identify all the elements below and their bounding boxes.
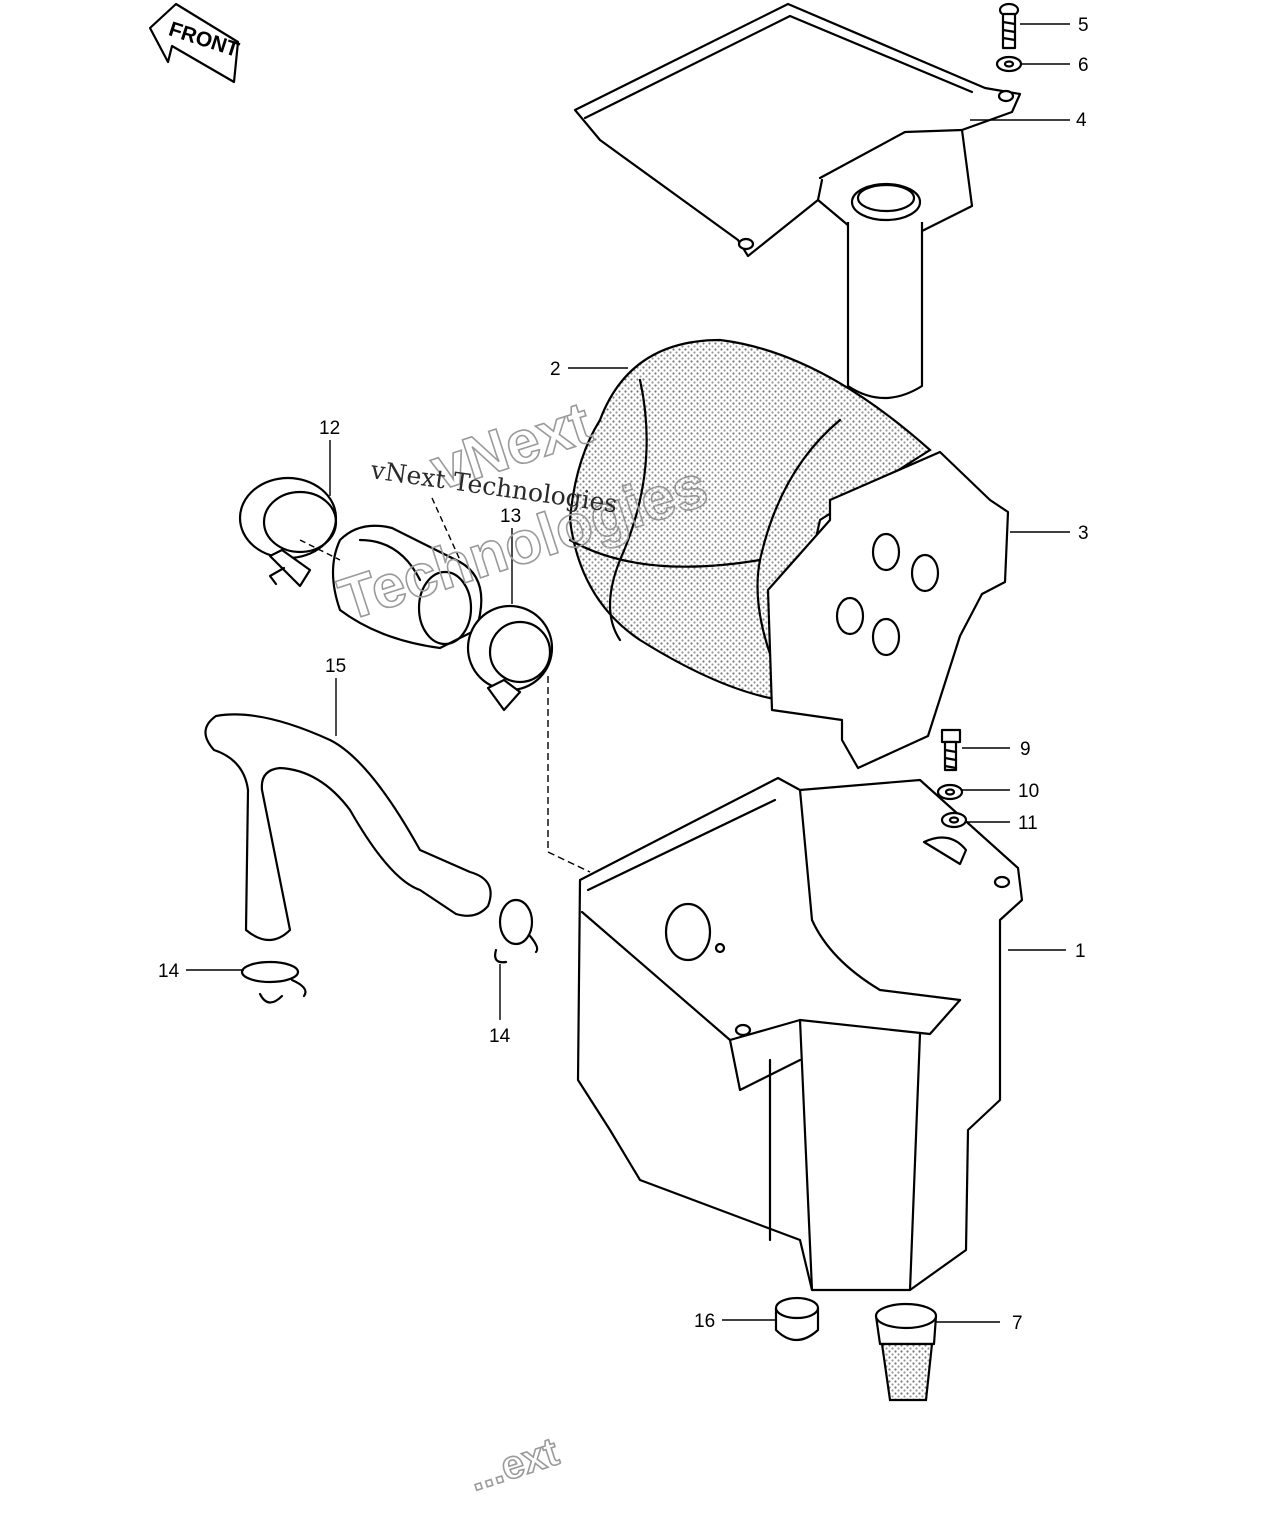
filter-frame-plate (766, 450, 1010, 770)
callout-11: 11 (1018, 813, 1038, 834)
bolt-9 (940, 728, 962, 772)
air-box-housing (576, 776, 1024, 1292)
washer-11 (940, 811, 968, 829)
callout-7: 7 (1012, 1313, 1023, 1334)
callout-6: 6 (1078, 55, 1089, 76)
front-arrow-icon: FRONT (148, 2, 242, 84)
hose-clip-14-right (494, 898, 539, 964)
callout-3: 3 (1078, 523, 1089, 544)
callout-1: 1 (1075, 941, 1086, 962)
hose-clamp-13 (466, 604, 554, 712)
screw-5 (998, 2, 1020, 50)
washer-10 (936, 783, 964, 801)
hose-clip-14-left (240, 960, 307, 1004)
air-box-cover (573, 2, 1022, 400)
hose-clamp-12 (238, 476, 338, 588)
drain-valve-7 (874, 1302, 938, 1402)
breather-hose-15 (204, 713, 492, 942)
callout-14-left: 14 (158, 961, 180, 982)
callout-16: 16 (694, 1311, 715, 1332)
callout-2: 2 (550, 359, 561, 380)
washer-6 (995, 55, 1023, 73)
callout-15: 15 (325, 656, 346, 677)
callout-10: 10 (1018, 781, 1039, 802)
callout-4: 4 (1076, 110, 1087, 131)
intake-joint-13 (331, 524, 483, 650)
callout-9: 9 (1020, 739, 1031, 760)
callout-5: 5 (1078, 15, 1089, 36)
callout-12: 12 (319, 418, 340, 439)
air-filter-element (568, 338, 932, 702)
callout-13: 13 (500, 506, 521, 527)
watermark-bottom-fragment: ...ext (463, 1430, 563, 1500)
leader-lines (186, 23, 1070, 1323)
callout-14-right: 14 (489, 1026, 511, 1047)
grommet-16 (774, 1296, 820, 1342)
